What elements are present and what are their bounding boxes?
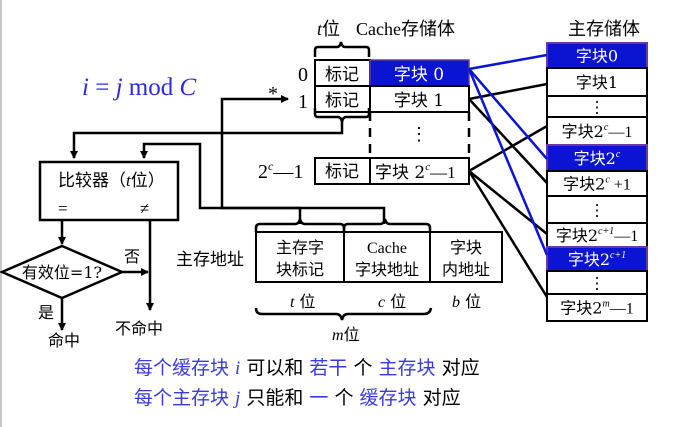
map-line-cache0-mm0 — [468, 53, 548, 71]
map-line-cachelast-mm2m-1 — [467, 170, 549, 298]
cache-tag-text: 标记 — [325, 65, 359, 85]
note-segment: 个 — [347, 357, 378, 379]
address-index-width: c 位 — [378, 292, 406, 311]
main-memory-block-label: 字块2c+1—1 — [556, 226, 638, 245]
main-memory-storage: 字块0 字块1 ⋮ 字块2c—1 字块2c 字块2c +1 ⋮ 字块2c+1—1 字块2c+1 ⋮… — [546, 42, 648, 322]
main-memory-title: 主存储体 — [568, 19, 640, 40]
wire-tag-to-comparator — [70, 122, 344, 159]
note-segment: 对应 — [436, 357, 480, 379]
note-segment: 若干 — [309, 357, 347, 379]
main-memory-block — [546, 170, 648, 197]
main-memory-block-label: ⋮ — [589, 274, 605, 293]
decision-yes-label: 是 — [38, 303, 54, 322]
cache-tag-cell — [314, 157, 371, 185]
note-line-1: 每个缓存块 i 可以和 若干 个 主存块 对应 — [134, 357, 480, 379]
address-label: 主存地址 — [176, 250, 244, 270]
main-memory-block — [546, 222, 648, 248]
main-memory-block-label: 字块0 — [576, 47, 618, 66]
cache-block-text: 字块 1 — [394, 91, 444, 111]
address-tag-width: t 位 — [290, 292, 316, 311]
main-memory-block-label: 字块2c—1 — [562, 122, 633, 141]
main-memory-block-label: 字块2c+1 — [568, 250, 626, 269]
address-field-index-line2: 字块地址 — [355, 260, 419, 279]
cache-title: Cache存储体 — [356, 19, 455, 39]
main-memory-block-label: 字块2c — [574, 149, 621, 168]
note-segment: 可以和 — [240, 357, 309, 379]
cache-row-index: 2c—1 — [258, 159, 303, 183]
address-offset-width: b 位 — [452, 292, 481, 311]
cache-storage: 0 标记 字块 0 * 1 标记 字块 1 ⋮ 2c—1 标记 字块 2c—1 — [258, 59, 471, 185]
miss-label: 不命中 — [115, 319, 163, 338]
map-line-cachelast-mm2c-1 — [468, 124, 548, 173]
note-segment: j — [232, 388, 240, 409]
replace-marker: * — [268, 83, 278, 105]
main-memory-block — [546, 116, 648, 146]
main-memory-block-label: ⋮ — [589, 98, 605, 117]
tag-top-brace — [313, 41, 371, 57]
cache-row-index: 0 — [298, 64, 308, 86]
address-field-offset-line2: 内地址 — [442, 260, 490, 279]
address-index-brace — [342, 218, 432, 232]
address-field-tag-line2: 块标记 — [276, 260, 324, 279]
map-line-cache0-mm2c — [468, 68, 548, 160]
comparator-not-equal: ≠ — [140, 199, 149, 218]
main-memory-block — [546, 67, 648, 97]
note-segment: 缓存块 — [360, 387, 417, 409]
cache-ellipsis: ⋮ — [410, 124, 428, 144]
cache-row-0: 0 标记 字块 0 — [298, 59, 470, 87]
address-field-tag — [255, 231, 345, 283]
address-total-brace — [254, 307, 433, 321]
decision-no-label: 否 — [124, 247, 140, 266]
note-segment: 个 — [328, 387, 359, 409]
address-field-tag-line1: 主存字 — [276, 238, 324, 257]
comparator-equal: = — [58, 199, 68, 218]
note-segment: 主存块 — [379, 357, 436, 379]
mapping-lines — [467, 53, 549, 298]
cache-tag-width-label: t位 — [317, 19, 340, 40]
cache-block-text: 字块 0 — [394, 65, 444, 85]
address-total-width: m位 — [332, 325, 360, 344]
cache-tag-cell — [314, 85, 371, 113]
cache-row-1: * 1 标记 字块 1 — [268, 83, 470, 113]
map-line-cache0-mm2c1 — [467, 68, 549, 256]
note-segment: 每个主存块 — [134, 387, 235, 409]
address-fields: 主存字 块标记 Cache 字块地址 字块 内地址 — [255, 231, 503, 283]
cache-block-cell — [369, 85, 470, 113]
decision-label: 有效位=1? — [22, 263, 102, 282]
cache-tag-text: 标记 — [325, 91, 359, 111]
map-line-cache1-mm2c1 — [468, 98, 548, 184]
comparator-box — [38, 160, 180, 222]
main-memory-block — [546, 293, 648, 322]
address-field-cache-index — [343, 231, 431, 283]
main-memory-block-label: 字块1 — [576, 73, 618, 92]
cache-block-text: 字块 2c—1 — [375, 161, 456, 183]
hit-label: 命中 — [48, 331, 80, 350]
note-segment: 每个缓存块 — [134, 357, 235, 379]
cache-block-cell — [369, 157, 470, 185]
map-line-cache1-mm1 — [468, 82, 548, 101]
main-memory-block-highlighted — [546, 246, 648, 272]
note-segment: 对应 — [417, 387, 461, 409]
note-segment: i — [235, 358, 240, 379]
mapping-formula: i = j mod C — [82, 74, 196, 101]
main-memory-block-label: 字块2c +1 — [563, 175, 631, 194]
main-memory-block-label: 字块2m—1 — [560, 299, 633, 318]
cache-tag-text: 标记 — [325, 162, 359, 182]
note-segment: 一 — [309, 387, 328, 409]
note-line-2: 每个主存块 j 只能和 一 个 缓存块 对应 — [134, 387, 461, 409]
main-memory-block — [546, 195, 648, 224]
address-field-index-line1: Cache — [367, 240, 407, 257]
cache-row-last: 2c—1 标记 字块 2c—1 — [258, 157, 470, 185]
address-field-offset — [429, 231, 503, 283]
address-tag-brace — [254, 218, 346, 232]
comparator-title: 比较器（t位） — [58, 171, 165, 191]
note-segment: 只能和 — [240, 387, 309, 409]
cache-block-cell-highlighted — [369, 59, 470, 87]
address-field-offset-line1: 字块 — [450, 238, 482, 257]
main-memory-block-label: ⋮ — [589, 201, 605, 220]
wire-address-tag-to-comparator — [140, 142, 302, 224]
cache-row-index: 1 — [298, 91, 308, 113]
